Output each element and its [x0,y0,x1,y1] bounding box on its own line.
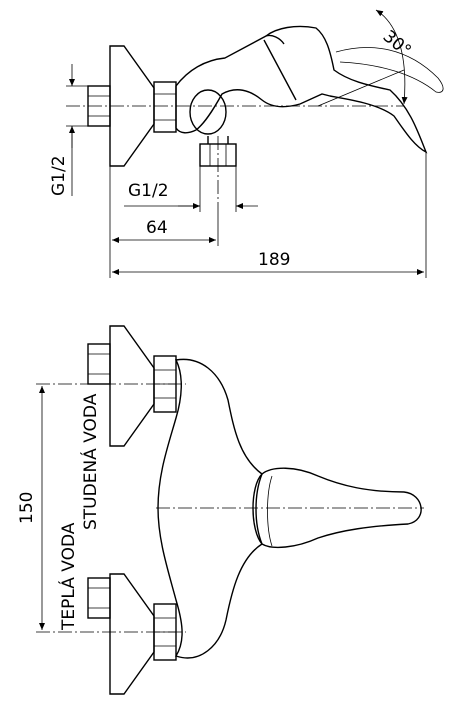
front-bottom-inlet [87,577,111,619]
front-top-inlet [87,343,111,385]
front-view: 150 TEPLÁ VODA STUDENÁ VODA [17,325,424,695]
front-lever [255,467,422,549]
side-hex-nut [153,81,177,133]
angle-label: 30° [379,27,415,62]
dim-189-label: 189 [258,250,290,270]
angle-arc [375,9,408,105]
front-bottom-flange [109,573,155,695]
dim-64-label: 64 [146,218,168,238]
hot-water-label: TEPLÁ VODA [57,522,79,631]
thread-left-label: G1/2 [49,155,69,196]
front-faucet-body [157,358,264,659]
cold-water-label: STUDENÁ VODA [79,393,101,530]
side-lever [263,34,297,101]
thread-bottom-label: G1/2 [128,181,169,201]
side-view: 30° G1/2 G1/2 64 189 [49,9,444,278]
front-top-flange [109,325,155,447]
side-faucet-body [175,25,428,154]
dim-150-label: 150 [17,492,37,524]
